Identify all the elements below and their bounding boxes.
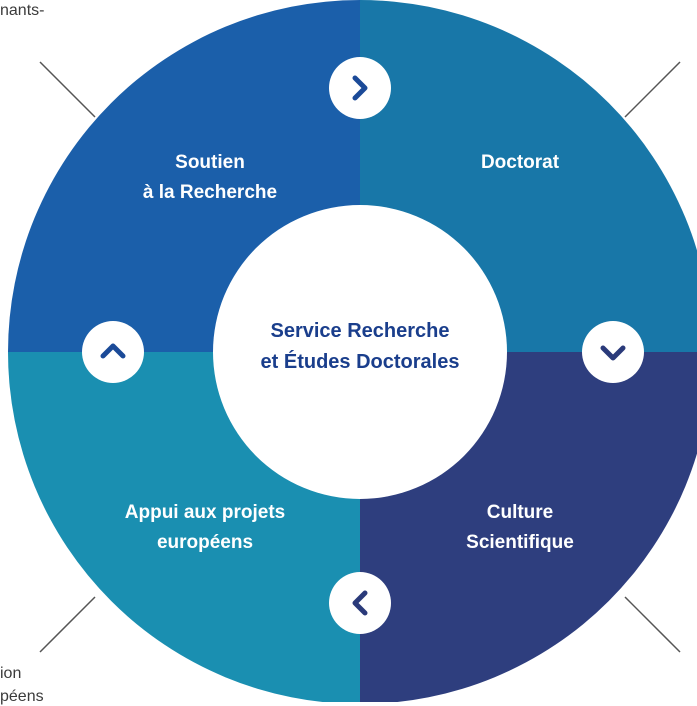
connector-line [624, 61, 681, 118]
quadrant-label-line: Culture [486, 502, 554, 523]
previous-button[interactable] [329, 572, 391, 634]
chevron-up-icon [100, 343, 126, 359]
connector-line [39, 61, 96, 118]
center-title-line: et Études Doctorales [260, 351, 460, 373]
cropped-text-fragment: nants- [0, 2, 45, 19]
connector-line [39, 596, 96, 653]
quadrant-label-line: européens [156, 532, 254, 553]
cropped-text-fragment: ion [0, 665, 22, 682]
chevron-right-icon [352, 75, 368, 101]
chevron-down-icon [600, 345, 626, 361]
quadrant-label-line: Appui aux projets [124, 502, 286, 523]
connector-line [624, 596, 681, 653]
quadrant-label-line: à la Recherche [142, 182, 278, 203]
quadrant-label-line: Scientifique [466, 532, 574, 553]
quadrant-label-culture: Culture Scientifique [420, 498, 620, 558]
center-hub [213, 205, 507, 499]
center-title-line: Service Recherche [270, 320, 450, 342]
chevron-left-icon [352, 590, 368, 616]
quadrant-label-appui: Appui aux projets européens [80, 498, 330, 558]
quadrant-label-line: Doctorat [480, 152, 560, 173]
quadrant-label-doctorat: Doctorat [420, 148, 620, 178]
center-title: Service Recherche et Études Doctorales [210, 316, 510, 378]
next-button[interactable] [329, 57, 391, 119]
quadrant-label-line: Soutien [175, 152, 245, 173]
quadrant-label-soutien: Soutien à la Recherche [110, 148, 310, 208]
cropped-text-fragment: péens [0, 688, 44, 705]
down-button[interactable] [582, 321, 644, 383]
up-button[interactable] [82, 321, 144, 383]
